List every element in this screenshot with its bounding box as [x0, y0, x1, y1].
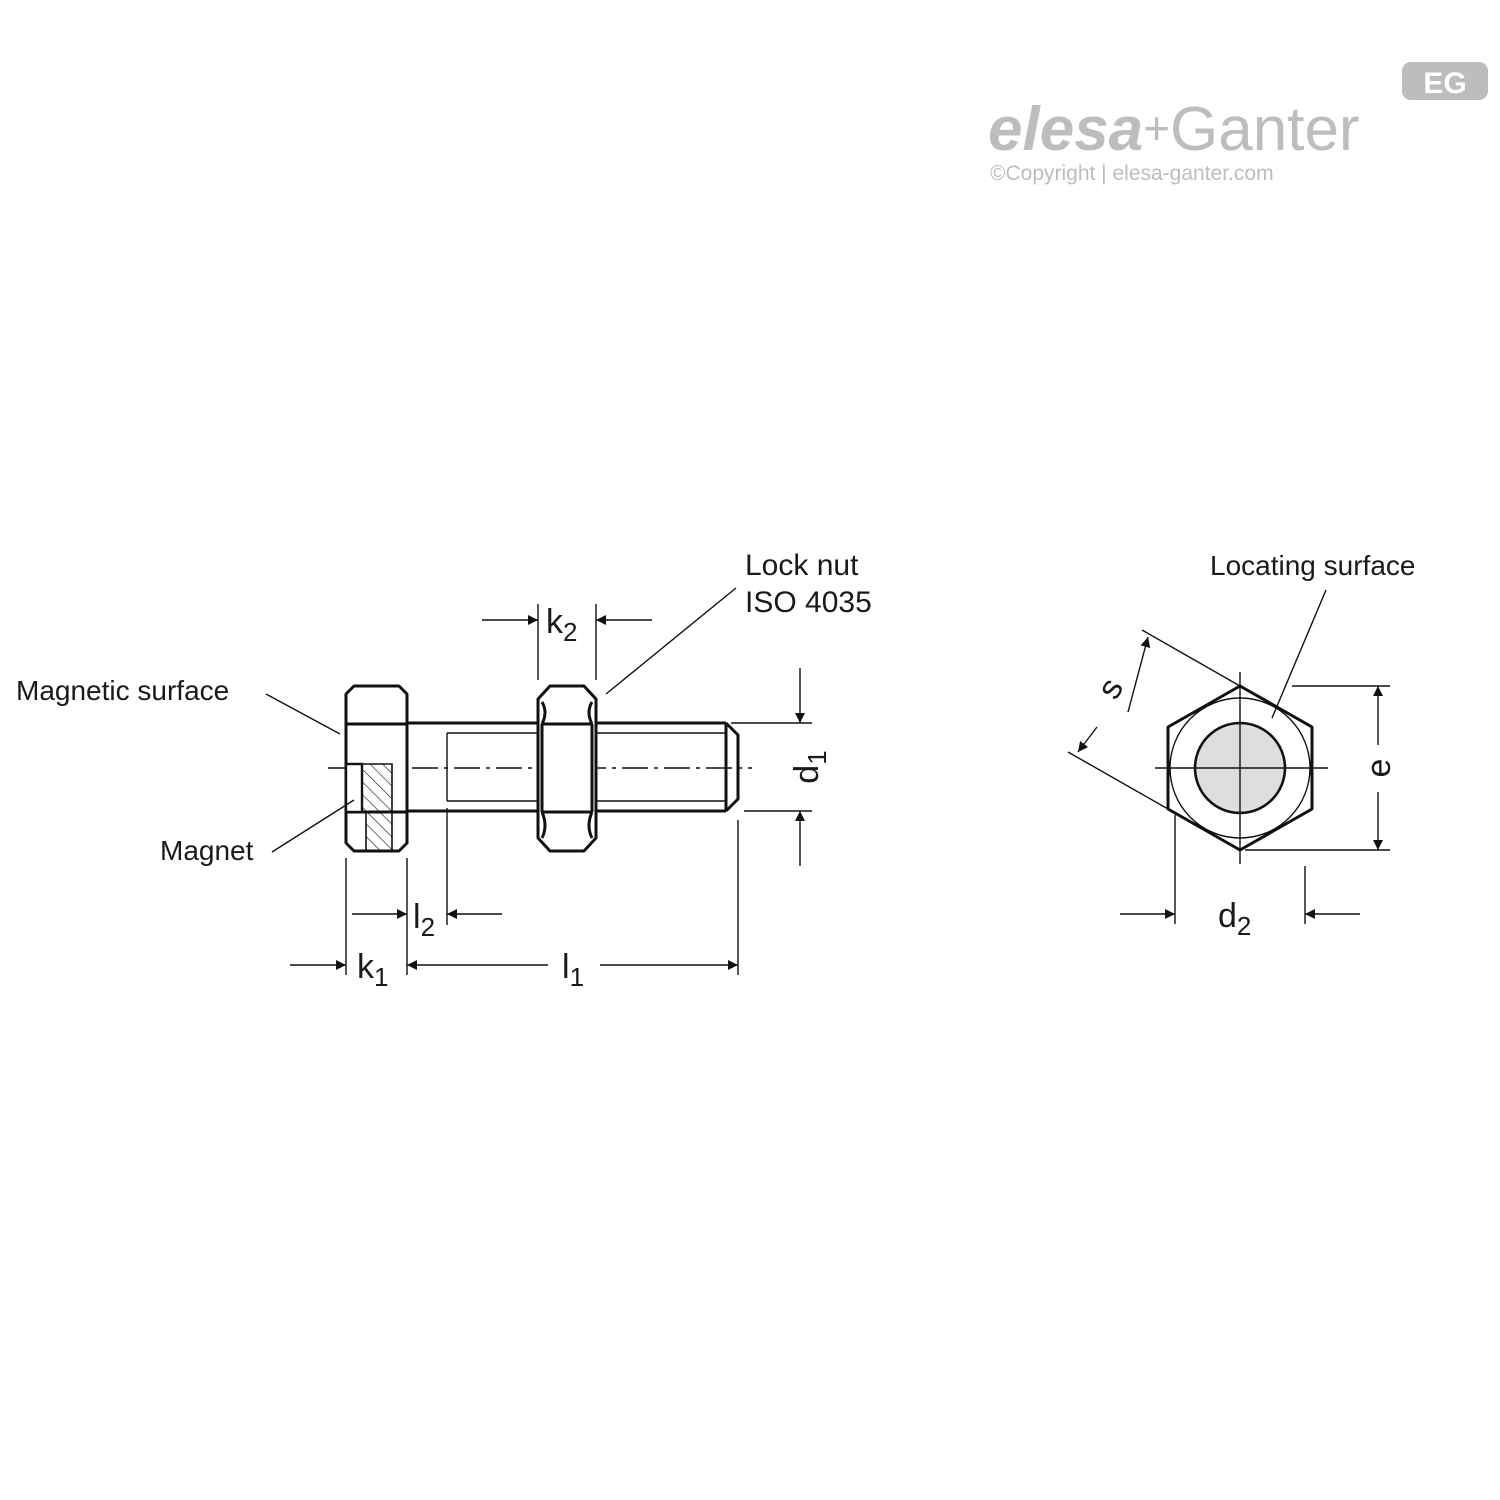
svg-text:l2: l2 — [413, 898, 435, 942]
leader-magnet — [271, 799, 355, 853]
lock-nut — [536, 684, 598, 853]
logo-plus: + — [1143, 102, 1170, 154]
copyright-text: ©Copyright | elesa-ganter.com — [990, 162, 1274, 185]
end-view: s e d2 Locating surface — [1067, 550, 1415, 941]
svg-text:d2: d2 — [1218, 897, 1251, 941]
dimension-e: e — [1245, 685, 1398, 851]
svg-text:k1: k1 — [357, 948, 388, 992]
eg-badge — [1402, 62, 1488, 100]
dimension-l1: l1 — [407, 948, 738, 992]
dimension-d1: d1 — [788, 668, 832, 866]
leader-lock-nut — [605, 587, 737, 695]
label-locating-surface: Locating surface — [1210, 550, 1415, 581]
dimension-l2: l2 — [352, 898, 502, 942]
label-magnet: Magnet — [160, 835, 254, 866]
magnet-insert — [344, 762, 364, 814]
label-lock-nut: Lock nut ISO 4035 — [745, 549, 872, 619]
dimension-k1: k1 — [290, 948, 388, 992]
side-view: k2 d1 l2 k1 l1 Magnetic sur — [16, 549, 872, 992]
svg-text:d1: d1 — [788, 750, 832, 783]
label-magnetic-surface: Magnetic surface — [16, 675, 229, 706]
svg-text:s: s — [1090, 672, 1131, 706]
logo-ganter: Ganter — [1170, 95, 1360, 164]
leader-magnetic-surface — [265, 693, 341, 735]
eg-badge-text: EG — [1423, 67, 1466, 100]
dimension-k2: k2 — [482, 603, 652, 647]
hex-head — [344, 684, 409, 853]
svg-text:k2: k2 — [546, 603, 577, 647]
svg-text:e: e — [1360, 759, 1398, 778]
logo-text: elesa+Ganter — [988, 95, 1360, 164]
logo-elesa: elesa — [988, 95, 1143, 164]
svg-text:l1: l1 — [562, 948, 584, 992]
brand-logo: EG elesa+Ganter ©Copyright | elesa-gante… — [988, 62, 1488, 185]
dimension-d2: d2 — [1120, 815, 1360, 941]
leader-locating-surface — [1271, 589, 1327, 719]
